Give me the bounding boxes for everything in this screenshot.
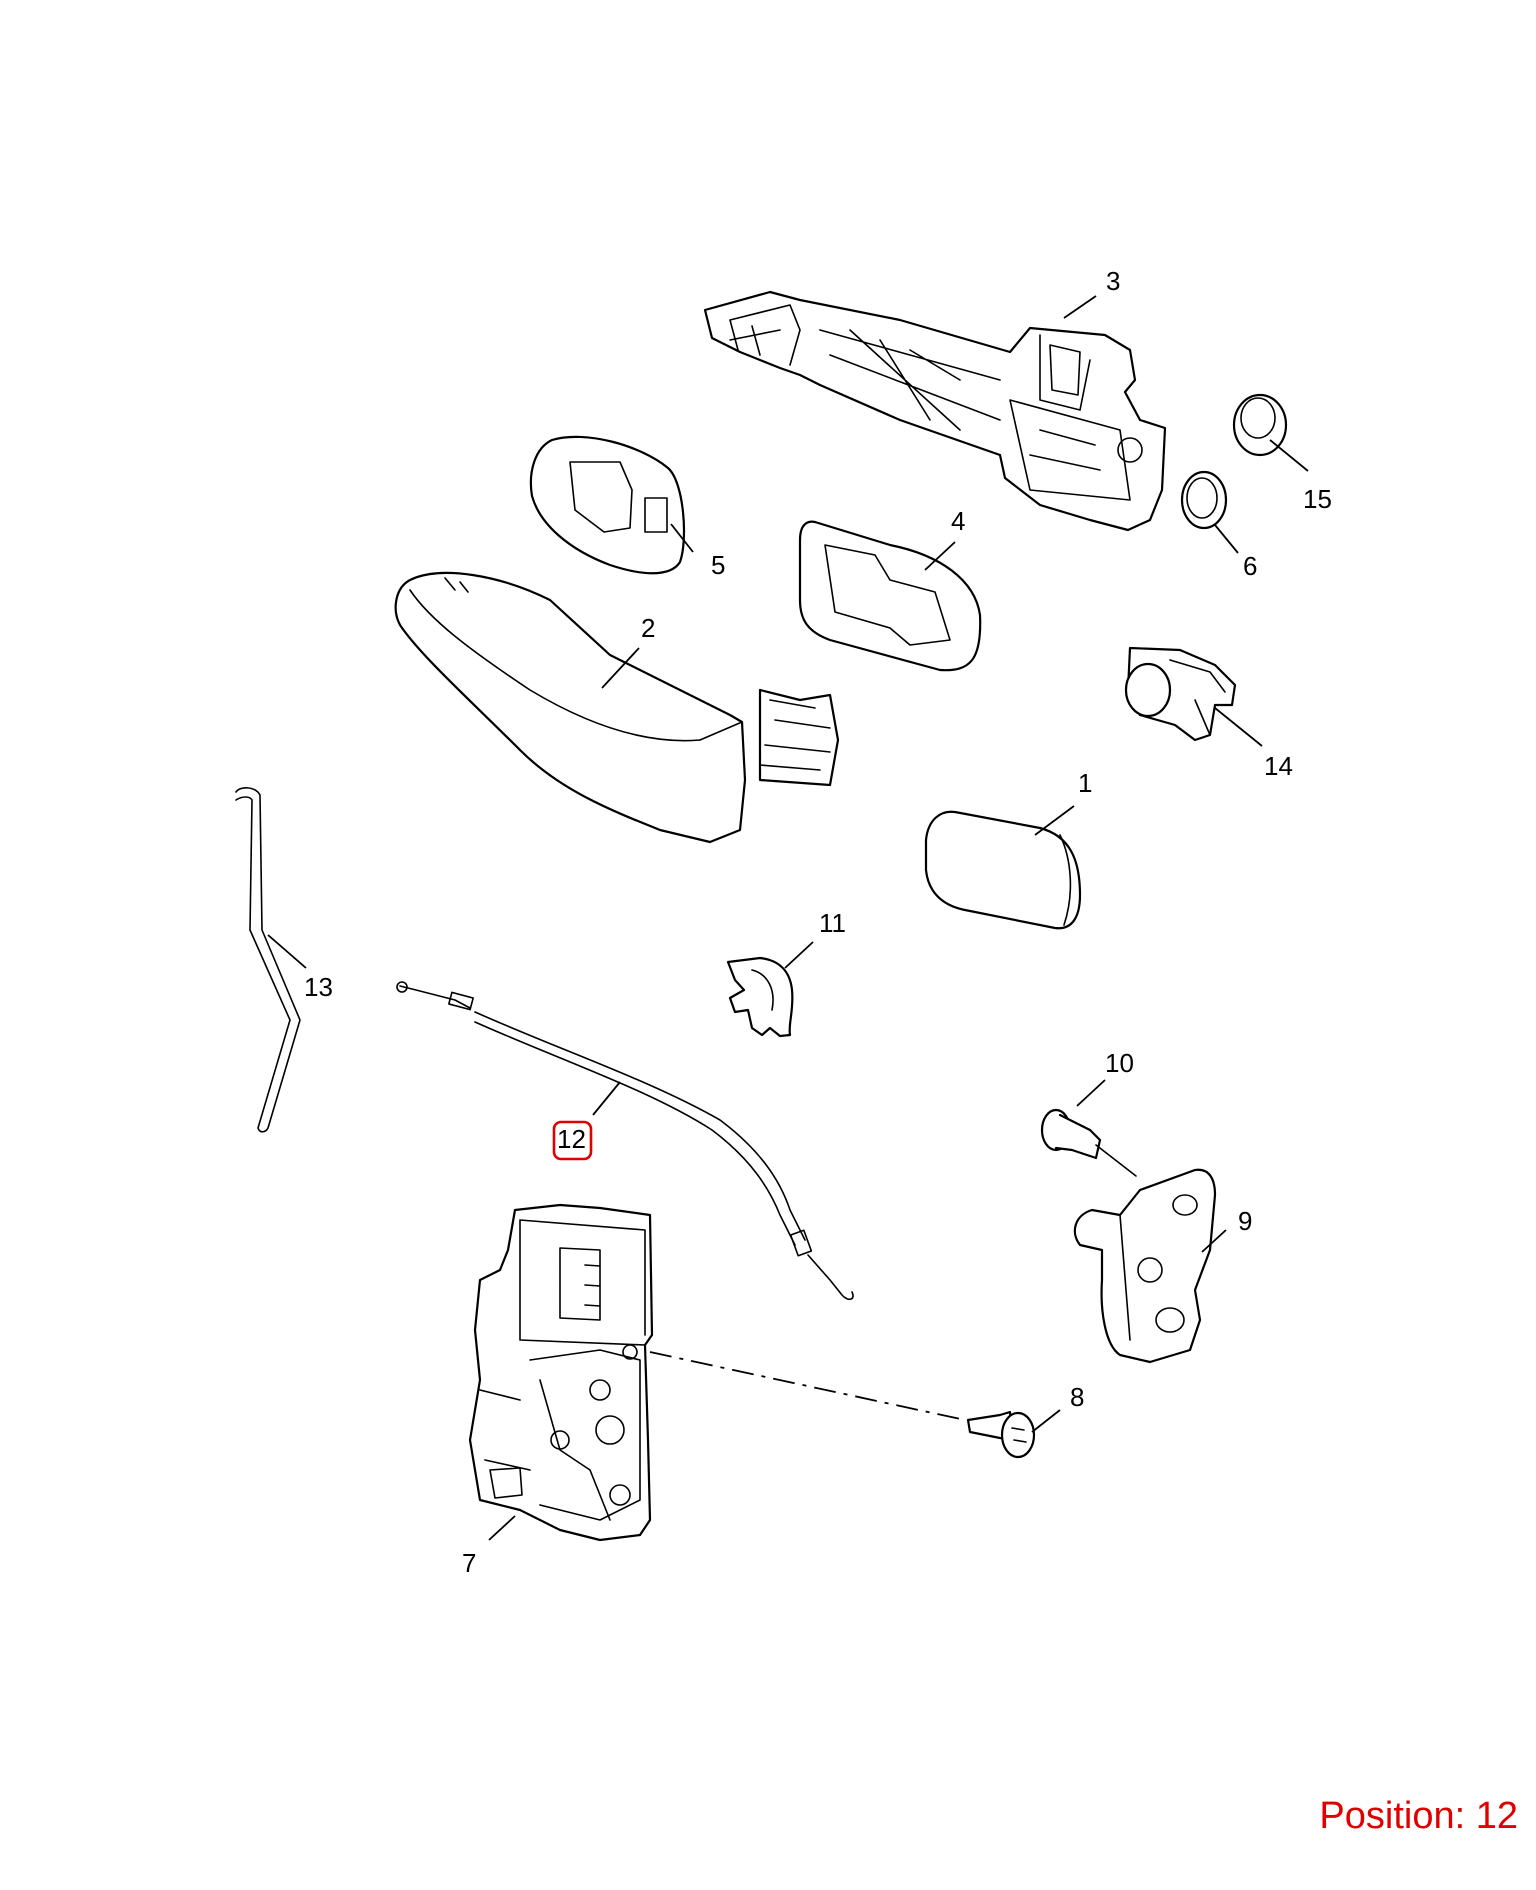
- part-14-lock-cylinder[interactable]: [1124, 646, 1237, 742]
- callout-15[interactable]: 15: [1303, 484, 1332, 514]
- part-6-seal[interactable]: [1180, 470, 1228, 530]
- position-prefix: Position:: [1319, 1795, 1476, 1837]
- part-8-bolt[interactable]: [966, 1410, 1036, 1459]
- callout-14[interactable]: 14: [1264, 751, 1293, 781]
- part-15-plug[interactable]: [1232, 393, 1288, 457]
- callout-labels: 3 5 4 2 15 6 14 1 11 13 12 10 9 8 7: [304, 266, 1332, 1578]
- callout-12[interactable]: 12: [557, 1124, 586, 1154]
- callout-2[interactable]: 2: [641, 613, 655, 643]
- callout-9[interactable]: 9: [1238, 1206, 1252, 1236]
- part-12-cable[interactable]: [396, 981, 854, 1301]
- part-9-striker-plate[interactable]: [1073, 1168, 1217, 1364]
- callout-3[interactable]: 3: [1106, 266, 1120, 296]
- part-5-gasket[interactable]: [529, 435, 686, 575]
- callout-8[interactable]: 8: [1070, 1382, 1084, 1412]
- part-2-handle[interactable]: [394, 571, 840, 844]
- callout-5[interactable]: 5: [711, 550, 725, 580]
- part-7-latch[interactable]: [468, 1203, 966, 1542]
- callout-12-highlight: [552, 1120, 593, 1161]
- part-4-gasket[interactable]: [798, 520, 982, 672]
- part-1-cap[interactable]: [924, 810, 1082, 930]
- callout-1[interactable]: 1: [1078, 768, 1092, 798]
- callout-6[interactable]: 6: [1243, 551, 1257, 581]
- callout-4[interactable]: 4: [951, 506, 965, 536]
- callout-13[interactable]: 13: [304, 972, 333, 1002]
- position-label: Position: 12: [1319, 1795, 1518, 1838]
- part-13-rod[interactable]: [235, 787, 301, 1133]
- part-10-screw[interactable]: [1040, 1108, 1137, 1177]
- part-3-handle-bracket[interactable]: [703, 290, 1167, 532]
- callout-11[interactable]: 11: [819, 908, 846, 938]
- callout-7[interactable]: 7: [462, 1548, 476, 1578]
- part-11-clip[interactable]: [726, 956, 794, 1038]
- callout-10[interactable]: 10: [1105, 1048, 1134, 1078]
- position-value: 12: [1475, 1795, 1518, 1837]
- leader-lines: [267, 295, 1309, 1541]
